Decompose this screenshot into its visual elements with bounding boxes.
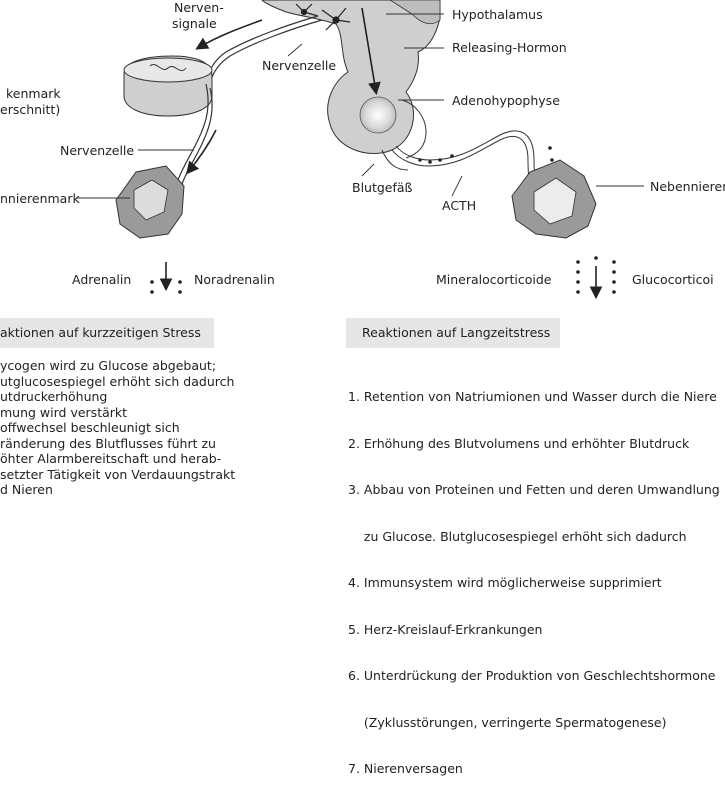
long-term-item: 7. Nierenversagen <box>348 761 463 776</box>
nerve-fibre-lower-2 <box>179 87 213 191</box>
long-term-item: 2. Erhöhung des Blutvolumens und erhöhte… <box>348 435 690 451</box>
label-nebennierenrinde: Nebennieren <box>650 179 725 194</box>
short-term-list: ycogen wird zu Glucose abgebaut; utgluco… <box>0 358 235 498</box>
long-term-item: 4. Immunsystem wird möglicherweise suppr… <box>348 575 662 590</box>
adrenal-right <box>511 159 597 239</box>
stress-diagram: Nerven- signale kenmark erschnitt) Nerve… <box>0 0 725 776</box>
long-term-item: 3. Abbau von Proteinen und Fetten und de… <box>348 482 720 497</box>
short-term-item: setzter Tätigkeit von Verdauungstrakt <box>0 466 236 482</box>
label-adrenalin: Adrenalin <box>72 272 132 287</box>
label-releasing-hormon: Releasing-Hormon <box>452 40 567 55</box>
cortisol-secretion <box>576 256 616 300</box>
diagram-graphics <box>76 0 644 300</box>
spinal-cord-section <box>123 55 213 117</box>
short-term-heading-box: aktionen auf kurzzeitigen Stress <box>0 318 214 348</box>
label-adenohypophyse: Adenohypophyse <box>452 93 560 108</box>
leader-lines <box>76 13 644 199</box>
long-term-heading: Reaktionen auf Langzeitstress <box>362 325 551 340</box>
cord-signal-arrow <box>185 129 217 175</box>
short-term-item: d Nieren <box>0 482 53 497</box>
label-mineralocorticoide: Mineralocorticoide <box>436 272 552 287</box>
long-term-item: 1. Retention von Natriumionen und Wasser… <box>348 389 717 404</box>
label-nervensignale-2: signale <box>172 16 217 31</box>
label-noradrenalin: Noradrenalin <box>194 272 275 287</box>
label-nervensignale-1: Nerven- <box>174 0 224 15</box>
label-nebennierenmark: nnierenmark <box>0 191 80 206</box>
short-term-heading: aktionen auf kurzzeitigen Stress <box>0 325 201 340</box>
label-nervenzelle-left: Nervenzelle <box>60 143 135 158</box>
long-term-list: 1. Retention von Natriumionen und Wasser… <box>348 358 720 808</box>
label-hypothalamus: Hypothalamus <box>452 7 543 22</box>
short-term-item: mung wird verstärkt <box>0 404 128 420</box>
releasing-hormone-arrow <box>361 7 381 96</box>
label-rueckenmark-2: erschnitt) <box>0 102 61 117</box>
nerve-fibre-upper-2 <box>209 19 323 85</box>
short-term-item: utglucosespiegel erhöht sich dadurch <box>0 373 235 389</box>
long-term-item: zu Glucose. Blutglucosespiegel erhöht si… <box>348 528 687 544</box>
acth-dots <box>418 146 554 164</box>
adenohypophyse-gland <box>359 96 397 134</box>
long-term-item: 5. Herz-Kreislauf-Erkrankungen <box>348 621 543 637</box>
label-rueckenmark-1: kenmark <box>6 86 61 101</box>
short-term-item: utdruckerhöhung <box>0 389 108 404</box>
label-blutgefaess: Blutgefäß <box>352 180 413 195</box>
nerve-fibre-lower <box>175 83 209 187</box>
brain-nerve-cell <box>295 3 351 31</box>
short-term-item: ycogen wird zu Glucose abgebaut; <box>0 358 217 373</box>
adrenalin-secretion <box>150 262 182 294</box>
long-term-item: (Zyklusstörungen, verringerte Spermatoge… <box>348 714 667 730</box>
short-term-item: ränderung des Blutflusses führt zu <box>0 435 216 451</box>
hypothalamus-shape <box>261 0 441 154</box>
nerve-signal-arrow <box>195 19 263 50</box>
label-nervenzelle-top: Nervenzelle <box>262 58 337 73</box>
long-term-heading-box: Reaktionen auf Langzeitstress <box>346 318 560 348</box>
adrenal-left <box>115 165 185 239</box>
short-term-item: offwechsel beschleunigt sich <box>0 420 180 435</box>
brain-stalk <box>389 0 441 25</box>
label-glucocorticoide: Glucocorticoi <box>632 272 714 287</box>
label-acth: ACTH <box>442 198 477 213</box>
long-term-item: 6. Unterdrückung der Produktion von Gesc… <box>348 668 716 683</box>
short-term-item: öhter Alarmbereitschaft und herab- <box>0 451 222 466</box>
